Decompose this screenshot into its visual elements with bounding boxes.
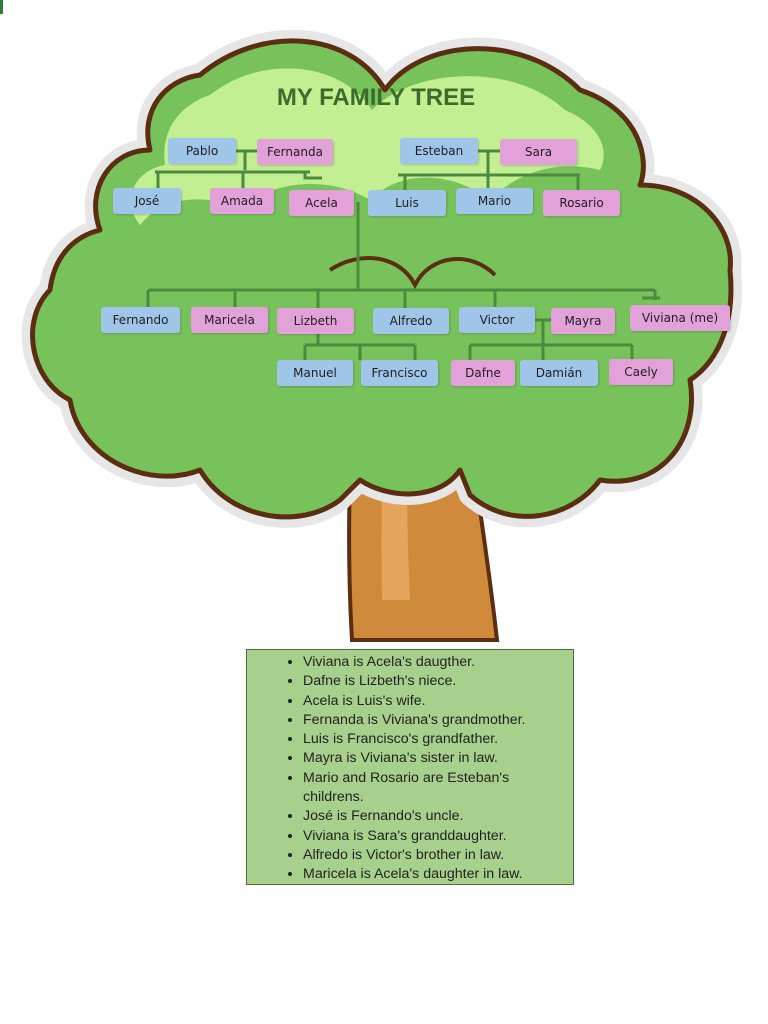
connector-lines <box>146 149 660 360</box>
person-manuel: Manuel <box>277 360 353 386</box>
person-pablo: Pablo <box>168 138 236 164</box>
person-fernando: Fernando <box>101 307 180 333</box>
person-dafne: Dafne <box>451 360 515 386</box>
tree-canopy <box>21 29 742 528</box>
person-caely: Caely <box>609 359 673 385</box>
person-fernanda: Fernanda <box>257 139 333 165</box>
statement-item: Mayra is Viviana's sister in law. <box>303 749 559 768</box>
statement-item: Fernanda is Viviana's grandmother. <box>303 711 559 730</box>
person-rosario: Rosario <box>543 190 620 216</box>
person-acela: Acela <box>289 190 354 216</box>
person-mayra: Mayra <box>551 308 615 334</box>
person-mario: Mario <box>456 188 533 214</box>
diagram-title: MY FAMILY TREE <box>276 84 476 111</box>
statement-item: Dafne is Lizbeth's niece. <box>303 672 559 691</box>
statement-item: Maricela is Acela's daughter in law. <box>303 865 559 884</box>
person-lizbeth: Lizbeth <box>277 308 354 334</box>
person-alfredo: Alfredo <box>373 308 449 334</box>
corner-mark <box>0 0 3 14</box>
person-esteban: Esteban <box>400 138 478 164</box>
person-luis: Luis <box>368 190 446 216</box>
statement-item: Acela is Luis's wife. <box>303 692 559 711</box>
statement-item: José is Fernando's uncle. <box>303 807 559 826</box>
statement-item: Mario and Rosario are Esteban's children… <box>303 769 559 808</box>
statement-item: Alfredo is Victor's brother in law. <box>303 846 559 865</box>
person-viviana: Viviana (me) <box>630 305 730 331</box>
statements-box: Viviana is Acela's daugther. Dafne is Li… <box>246 649 574 885</box>
person-jose: José <box>113 188 181 214</box>
person-victor: Victor <box>459 307 535 333</box>
person-amada: Amada <box>210 188 274 214</box>
statement-item: Viviana is Sara's granddaughter. <box>303 827 559 846</box>
statements-list: Viviana is Acela's daugther. Dafne is Li… <box>247 653 573 885</box>
person-sara: Sara <box>500 139 577 165</box>
statement-item: Luis is Francisco's grandfather. <box>303 730 559 749</box>
person-damian: Damián <box>520 360 598 386</box>
person-francisco: Francisco <box>361 360 438 386</box>
person-maricela: Maricela <box>191 307 268 333</box>
statement-item: Viviana is Acela's daugther. <box>303 653 559 672</box>
